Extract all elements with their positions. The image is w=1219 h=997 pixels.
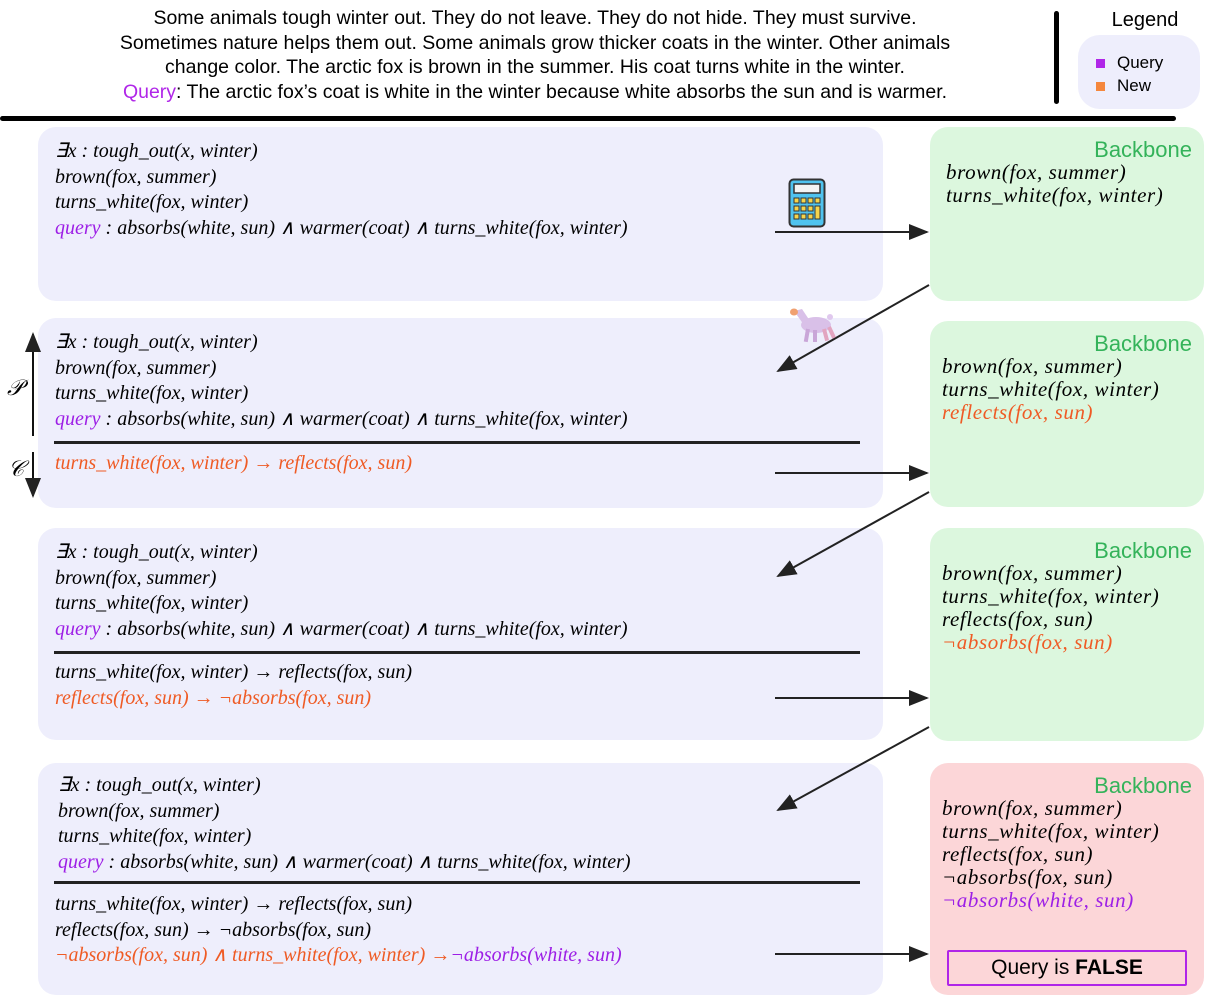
story-line: Sometimes nature helps them out. Some an… [119, 31, 951, 54]
legend-title: Legend [1111, 9, 1179, 31]
backbone-facts: brown(fox, summer) turns_white(fox, wint… [946, 161, 1163, 207]
legend-item-query: Query [1096, 53, 1163, 73]
query-keyword: query [55, 617, 101, 640]
step-panel-2: ∃x : tough_out(x, winter) brown(fox, sum… [38, 318, 883, 508]
story-line: change color. The arctic fox is brown in… [165, 56, 905, 78]
conclusion-line: turns_white(fox, winter) → reflects(fox,… [55, 452, 412, 474]
conclusions-block: turns_white(fox, winter) → reflects(fox,… [55, 660, 412, 711]
premise-turns-white: turns_white(fox, winter) [58, 825, 252, 847]
premise-conclusion-rule [54, 441, 860, 444]
backbone-fact: reflects(fox, sun) [942, 842, 1094, 866]
backbone-box-1: Backbone brown(fox, summer) turns_white(… [930, 127, 1204, 301]
conclusion-new-part: ¬absorbs(fox, sun) ∧ turns_white(fox, wi… [55, 944, 451, 966]
backbone-fact-query: ¬absorbs(white, sun) [942, 888, 1134, 912]
backbone-fact-new: ¬absorbs(fox, sun) [942, 630, 1113, 654]
backbone-fact: brown(fox, summer) [942, 354, 1123, 378]
conclusion-line: turns_white(fox, winter) → reflects(fox,… [55, 661, 412, 683]
story-text: Some animals tough winter out. They do n… [30, 6, 1040, 104]
premises-label: 𝒫 [7, 375, 23, 400]
premises-block: ∃x : tough_out(x, winter) brown(fox, sum… [55, 330, 628, 432]
premises-block: ∃x : tough_out(x, winter) brown(fox, sum… [55, 540, 628, 642]
premise-brown: brown(fox, summer) [55, 566, 217, 589]
header-divider-horizontal [0, 116, 1176, 121]
result-value: FALSE [1075, 956, 1143, 979]
legend: Query New [1078, 35, 1200, 109]
backbone-box-3: Backbone brown(fox, summer) turns_white(… [930, 528, 1204, 741]
backbone-fact: turns_white(fox, winter) [942, 584, 1160, 608]
query-formula: : absorbs(white, sun) ∧ warmer(coat) ∧ t… [100, 617, 628, 640]
premises-block: ∃x : tough_out(x, winter) brown(fox, sum… [55, 139, 628, 241]
backbone-fact-new: reflects(fox, sun) [942, 400, 1094, 424]
query-formula: : absorbs(white, sun) ∧ warmer(coat) ∧ t… [100, 216, 628, 239]
query-keyword: query [55, 407, 101, 430]
backbone-fact: brown(fox, summer) [946, 160, 1127, 184]
query-formula: : absorbs(white, sun) ∧ warmer(coat) ∧ t… [100, 407, 628, 430]
query-text: : The arctic fox’s coat is white in the … [176, 80, 948, 103]
premise-query: query : absorbs(white, sun) ∧ warmer(coa… [55, 617, 628, 643]
premise-exists: ∃x : tough_out(x, winter) [55, 541, 258, 563]
backbone-box-4: Backbone brown(fox, summer) turns_white(… [930, 763, 1204, 995]
backbone-box-2: Backbone brown(fox, summer) turns_white(… [930, 321, 1204, 507]
premise-query: query : absorbs(white, sun) ∧ warmer(coa… [55, 216, 628, 242]
step-panel-4: ∃x : tough_out(x, winter) brown(fox, sum… [38, 763, 883, 995]
result-prefix: Query is [991, 956, 1076, 979]
query-keyword: query [58, 850, 104, 873]
backbone-title: Backbone [1094, 137, 1192, 162]
backbone-facts: brown(fox, summer) turns_white(fox, wint… [942, 355, 1159, 424]
premise-exists: ∃x : tough_out(x, winter) [55, 331, 258, 353]
legend-swatch-new [1096, 81, 1105, 91]
conclusion-query-part: ¬absorbs(white, sun) [450, 944, 622, 966]
step-panel-3: ∃x : tough_out(x, winter) brown(fox, sum… [38, 528, 883, 740]
query-result-box: Query is FALSE [947, 950, 1187, 986]
conclusions-block: turns_white(fox, winter) → reflects(fox,… [55, 892, 622, 969]
backbone-title: Backbone [1094, 773, 1192, 798]
conclusions-block: turns_white(fox, winter) → reflects(fox,… [55, 451, 412, 477]
backbone-fact: turns_white(fox, winter) [942, 377, 1160, 401]
arrow-backbone3-to-panel4 [776, 726, 930, 811]
step-panel-1: ∃x : tough_out(x, winter) brown(fox, sum… [38, 127, 883, 301]
legend-label: Query [1117, 53, 1164, 72]
backbone-title: Backbone [1094, 538, 1192, 563]
conclusion-line: turns_white(fox, winter) → reflects(fox,… [55, 893, 412, 915]
backbone-facts: brown(fox, summer) turns_white(fox, wint… [942, 562, 1159, 654]
premise-conclusion-rule [54, 651, 860, 654]
backbone-fact: turns_white(fox, winter) [946, 183, 1164, 207]
premise-turns-white: turns_white(fox, winter) [55, 592, 249, 614]
legend-label: New [1117, 76, 1152, 95]
legend-swatch-query [1096, 58, 1105, 68]
backbone-fact: brown(fox, summer) [942, 561, 1123, 585]
premise-conclusion-rule [54, 881, 860, 884]
backbone-facts: brown(fox, summer) turns_white(fox, wint… [942, 797, 1159, 912]
query-keyword: query [55, 216, 101, 239]
conclusion-line: reflects(fox, sun) → ¬absorbs(fox, sun) [55, 918, 372, 941]
backbone-fact: reflects(fox, sun) [942, 607, 1094, 631]
story-query-line: Query: The arctic fox’s coat is white in… [30, 80, 1040, 105]
conclusion-line: ¬absorbs(fox, sun) ∧ turns_white(fox, wi… [55, 943, 622, 969]
premise-turns-white: turns_white(fox, winter) [55, 382, 249, 404]
calculator-icon [788, 178, 826, 228]
premise-turns-white: turns_white(fox, winter) [55, 191, 249, 213]
query-label: Query [122, 80, 177, 103]
premise-brown: brown(fox, summer) [58, 799, 220, 822]
backbone-title: Backbone [1094, 331, 1192, 356]
conclusions-label: 𝒞 [8, 456, 25, 481]
conclusion-line: reflects(fox, sun) → ¬absorbs(fox, sun) [55, 686, 372, 709]
query-formula: : absorbs(white, sun) ∧ warmer(coat) ∧ t… [103, 850, 631, 873]
backbone-fact: turns_white(fox, winter) [942, 819, 1160, 843]
premise-brown: brown(fox, summer) [55, 356, 217, 379]
story-line: Some animals tough winter out. They do n… [153, 7, 917, 29]
backbone-fact: ¬absorbs(fox, sun) [942, 865, 1113, 889]
premise-brown: brown(fox, summer) [55, 165, 217, 188]
backbone-fact: brown(fox, summer) [942, 796, 1123, 820]
arrow-backbone1-to-panel2 [776, 284, 930, 372]
header-divider-vertical [1054, 11, 1059, 104]
premises-block: ∃x : tough_out(x, winter) brown(fox, sum… [58, 773, 631, 875]
arrow-backbone2-to-panel3 [776, 491, 930, 577]
premise-exists: ∃x : tough_out(x, winter) [55, 140, 258, 162]
legend-item-new: New [1096, 76, 1151, 96]
premise-query: query : absorbs(white, sun) ∧ warmer(coa… [55, 407, 628, 433]
llama-icon [790, 308, 836, 343]
premise-exists: ∃x : tough_out(x, winter) [58, 774, 261, 796]
premise-query: query : absorbs(white, sun) ∧ warmer(coa… [58, 850, 631, 876]
